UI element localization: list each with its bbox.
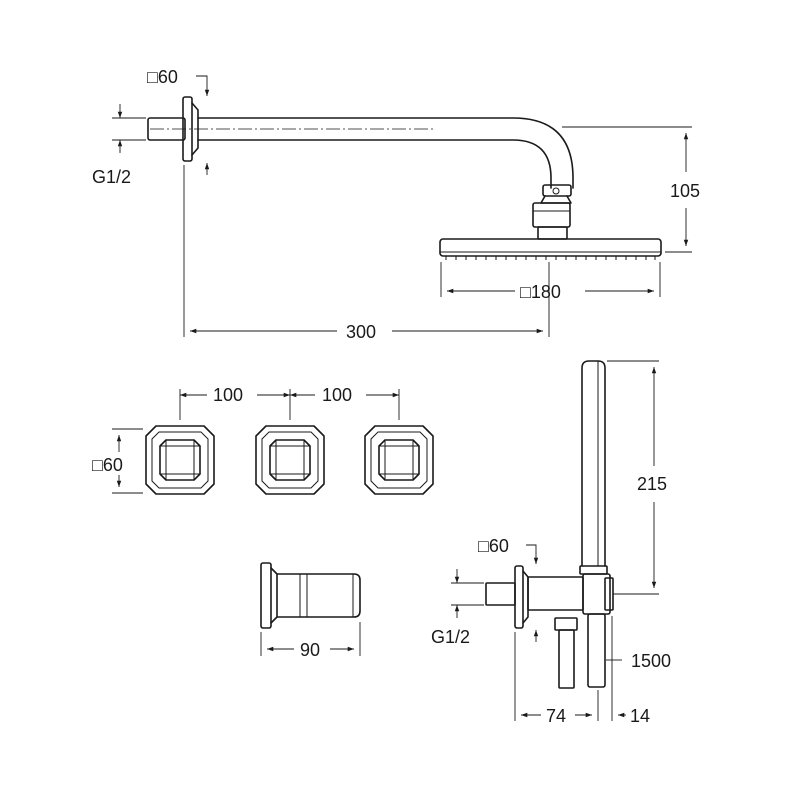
label-head-square: □180 — [520, 282, 561, 302]
dim-handle-length: 215 — [607, 360, 667, 595]
label-head-height: 105 — [670, 181, 700, 201]
dim-elbow-flange: □60 — [478, 536, 539, 642]
label-hose-length: 1500 — [631, 651, 671, 671]
dim-arm-length: 300 — [183, 165, 550, 342]
dim-arm-flange: □60 — [147, 67, 210, 175]
valve-handle-right — [364, 425, 434, 495]
label-elbow-depth: 74 — [546, 706, 566, 726]
dim-valve-spacing: 100 100 — [179, 385, 400, 420]
shower-arm-assembly — [147, 96, 662, 260]
dim-valve-square: □60 — [92, 428, 143, 494]
label-handle-length: 215 — [637, 474, 667, 494]
label-arm-flange-square: □60 — [147, 67, 178, 87]
dim-spout-length: 90 — [260, 622, 361, 660]
dim-head-square: □180 — [440, 262, 661, 302]
label-holder-width: 14 — [630, 706, 650, 726]
label-arm-thread: G1/2 — [92, 167, 131, 187]
dim-elbow-depth: 74 14 — [514, 616, 650, 726]
valve-handle-left — [145, 425, 215, 495]
valve-handle-middle — [255, 425, 325, 495]
label-spacing-2: 100 — [322, 385, 352, 405]
label-arm-length: 300 — [346, 322, 376, 342]
hand-shower-assembly — [485, 360, 614, 689]
label-spout-length: 90 — [300, 640, 320, 660]
dim-arm-thread: G1/2 — [92, 104, 146, 187]
label-elbow-thread: G1/2 — [431, 627, 470, 647]
spout — [260, 562, 361, 629]
dim-hose-length: 1500 — [606, 651, 671, 671]
label-valve-square: □60 — [92, 455, 123, 475]
label-elbow-flange-square: □60 — [478, 536, 509, 556]
label-spacing-1: 100 — [213, 385, 243, 405]
dim-elbow-thread: G1/2 — [431, 569, 484, 647]
dim-head-height: 105 — [562, 126, 700, 253]
